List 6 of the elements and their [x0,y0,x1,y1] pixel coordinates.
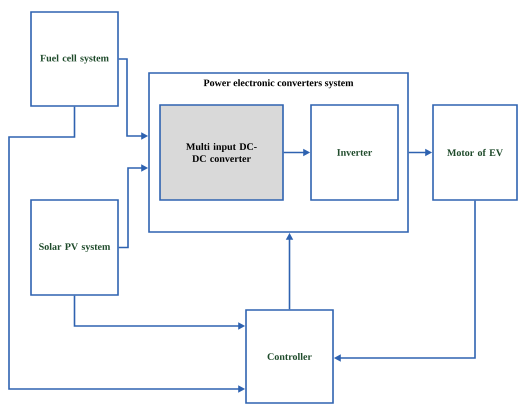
motor-box: Motor of EV [432,104,518,201]
system-box: Solar PV system [30,199,119,296]
system-box: Fuel cell system [30,11,119,107]
converter-box: Multi input DC-DC converter [159,104,284,201]
controller-box: Controller [245,309,334,404]
inverter-box: Inverter [310,104,399,201]
